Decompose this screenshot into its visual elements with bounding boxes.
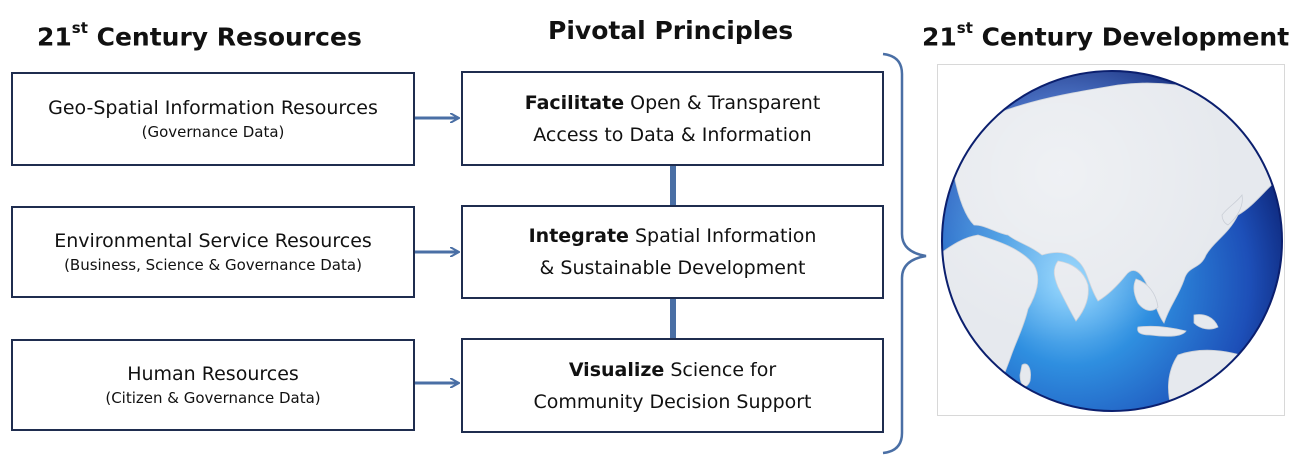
principle-line-2: Access to Data & Information (533, 123, 812, 146)
resource-subtitle: (Business, Science & Governance Data) (64, 256, 362, 274)
principle-line-1: Facilitate Open & Transparent (524, 91, 821, 114)
resource-box-human: Human Resources (Citizen & Governance Da… (11, 339, 415, 431)
globe-icon (941, 70, 1283, 412)
resource-subtitle: (Citizen & Governance Data) (105, 389, 321, 407)
development-heading: 21st Century Development (922, 19, 1290, 52)
resource-title: Geo-Spatial Information Resources (48, 97, 378, 119)
resource-box-environmental: Environmental Service Resources (Busines… (11, 206, 415, 298)
principle-line-1: Visualize Science for (568, 358, 777, 381)
resource-box-geo-spatial: Geo-Spatial Information Resources (Gover… (11, 72, 415, 166)
resources-heading: 21st Century Resources (37, 19, 362, 52)
principle-line-2: Community Decision Support (533, 390, 812, 413)
principle-line-2: & Sustainable Development (539, 257, 806, 279)
principle-box-visualize: Visualize Science for Community Decision… (461, 338, 884, 433)
principle-box-facilitate: Facilitate Open & Transparent Access to … (461, 71, 884, 166)
principle-box-integrate: Integrate Spatial Information & Sustaina… (461, 205, 884, 299)
resource-title: Environmental Service Resources (54, 230, 372, 252)
curly-bracket (882, 52, 927, 455)
globe-image-frame (937, 64, 1285, 416)
principles-heading: Pivotal Principles (548, 16, 794, 45)
principle-line-1: Integrate Spatial Information (528, 225, 817, 247)
resource-title: Human Resources (127, 363, 299, 385)
resource-subtitle: (Governance Data) (141, 123, 285, 141)
